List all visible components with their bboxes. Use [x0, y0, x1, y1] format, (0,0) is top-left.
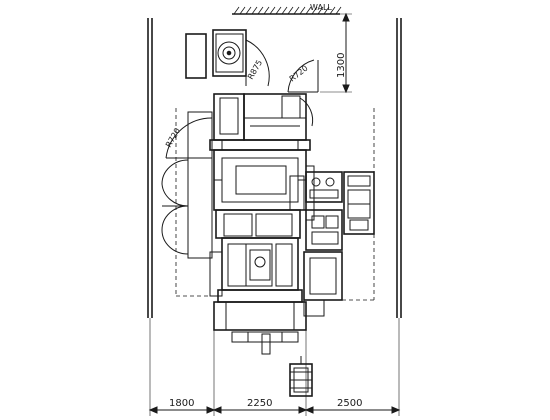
- wall-hatch-line: [269, 6, 276, 15]
- wall-label: WALL: [310, 3, 332, 12]
- dashed-guides: [175, 108, 375, 301]
- left-door-swings: R720: [161, 111, 213, 259]
- wall-hatch-line: [317, 6, 324, 15]
- machine-body: [209, 93, 315, 355]
- wall-hatch-line: [335, 6, 342, 15]
- fan-cabinet: R875: [185, 29, 270, 87]
- wall-hatch-line: [329, 6, 336, 15]
- wall-hatch-line: [293, 6, 300, 15]
- wall-depth-dimension: 1300: [320, 12, 352, 94]
- radius-label-upper-b: R720: [288, 64, 310, 84]
- wall-hatch-line: [299, 6, 306, 15]
- radius-label-left: R720: [164, 126, 182, 149]
- operator-cart: [289, 356, 313, 397]
- dimension-left-clearance: 1800: [169, 398, 194, 409]
- wall-hatch-line: [275, 6, 282, 15]
- wall-depth-value: 1300: [336, 53, 347, 78]
- wall-hatch-line: [287, 6, 294, 15]
- door-swing-upper-right: R720: [287, 59, 319, 127]
- electrical-cabinet: [303, 171, 375, 317]
- wall-hatch-line: [239, 6, 246, 15]
- wall-hatch-line: [323, 6, 330, 15]
- dimension-machine-width: 2250: [247, 398, 272, 409]
- floor-boundaries: [147, 18, 402, 318]
- wall-hatch-line: [257, 6, 264, 15]
- wall-hatch-line: [251, 6, 258, 15]
- wall-hatch-line: [233, 6, 240, 15]
- radius-label-upper-a: R875: [246, 58, 264, 81]
- wall-hatch-line: [311, 6, 318, 15]
- wall-hatch-line: [281, 6, 288, 15]
- wall-hatch-line: [305, 6, 312, 15]
- wall-hatch-line: [263, 6, 270, 15]
- wall-hatch-line: [245, 6, 252, 15]
- wall: WALL: [232, 3, 342, 15]
- bottom-dimension-line: 1800 2250 2500: [148, 318, 401, 416]
- dimension-right-clearance: 2500: [337, 398, 362, 409]
